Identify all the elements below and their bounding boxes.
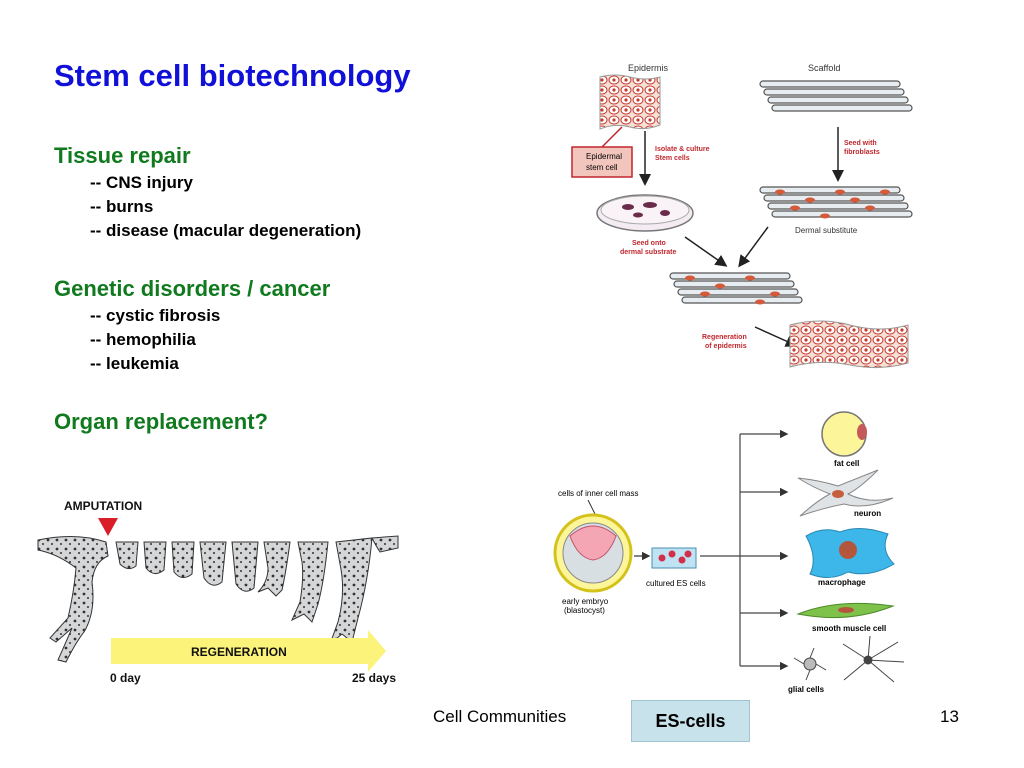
smooth-muscle-cell: [796, 602, 895, 619]
es-cells-badge-label: ES-cells: [655, 710, 726, 731]
glial-label: glial cells: [788, 685, 825, 694]
embryo-label-line2: (blastocyst): [564, 606, 605, 615]
epidermis-label: Epidermis: [628, 63, 669, 73]
seed-onto-line2: dermal substrate: [620, 249, 677, 256]
regeneration-epidermis-line1: Regeneration: [702, 334, 747, 341]
section-heading-tissue-repair: Tissue repair: [54, 143, 191, 168]
petri-dish: [596, 194, 694, 232]
regeneration-label: REGENERATION: [191, 645, 287, 659]
regenerated-epidermis: [789, 320, 909, 369]
list-item: -- CNS injury: [90, 173, 193, 192]
es-cells-badge: ES-cells: [631, 700, 750, 742]
scaffold-tubes: [759, 80, 913, 112]
stem-cell-label-line2: stem cell: [586, 163, 618, 172]
seed-onto-line1: Seed onto: [632, 240, 666, 247]
amputation-marker: [98, 518, 118, 536]
scaffold-label: Scaffold: [808, 63, 840, 73]
macrophage-cell: [805, 528, 895, 578]
seed-fibroblasts-line1: Seed with: [844, 140, 877, 147]
dermal-substitute-label: Dermal substitute: [795, 226, 858, 235]
glial-cells: [793, 635, 905, 683]
cultured-es-label: cultured ES cells: [646, 579, 706, 588]
epidermis-tissue: [599, 74, 661, 130]
limb-regeneration-diagram: AMPUTATION REGENERATION 0 day 25 days: [37, 499, 399, 685]
list-item: -- burns: [90, 197, 154, 216]
footer-text: Cell Communities: [433, 707, 567, 726]
section-heading-genetic-disorders: Genetic disorders / cancer: [54, 276, 331, 301]
inner-cell-mass-label: cells of inner cell mass: [558, 489, 638, 498]
regeneration-arrow: [111, 630, 386, 672]
day-25-label: 25 days: [352, 671, 396, 685]
neuron-label: neuron: [854, 509, 881, 518]
fat-cell-label: fat cell: [834, 459, 859, 468]
seed-fibroblasts-line2: fibroblasts: [844, 149, 880, 156]
es-cell-differentiation-diagram: cells of inner cell mass early embryo (b…: [553, 411, 905, 694]
smooth-muscle-label: smooth muscle cell: [812, 624, 886, 633]
seeded-substrate: [669, 272, 803, 305]
list-item: -- hemophilia: [90, 330, 196, 349]
neuron-cell: [797, 469, 894, 517]
culture-dish: [651, 547, 697, 569]
regeneration-epidermis-line2: of epidermis: [705, 343, 747, 350]
amputation-label: AMPUTATION: [64, 499, 142, 513]
list-item: -- disease (macular degeneration): [90, 221, 362, 240]
dermal-substitute: [759, 186, 913, 219]
epidermis-regeneration-diagram: Epidermis Scaffold Epidermal stem cell I…: [571, 63, 913, 369]
stem-cell-box: [571, 146, 633, 178]
slide-title: Stem cell biotechnology: [54, 58, 411, 93]
list-item: -- cystic fibrosis: [90, 306, 221, 325]
page-number: 13: [940, 707, 959, 726]
isolate-label-line2: Stem cells: [655, 155, 690, 162]
limb-sequence: [37, 535, 399, 663]
list-item: -- leukemia: [90, 354, 179, 373]
blastocyst: [553, 513, 633, 593]
day-zero-label: 0 day: [110, 671, 141, 685]
stem-cell-label-line1: Epidermal: [586, 152, 622, 161]
fat-cell: [821, 411, 867, 457]
section-heading-organ-replacement: Organ replacement?: [54, 409, 268, 434]
macrophage-label: macrophage: [818, 578, 866, 587]
isolate-label-line1: Isolate & culture: [655, 146, 710, 153]
embryo-label-line1: early embryo: [562, 597, 609, 606]
